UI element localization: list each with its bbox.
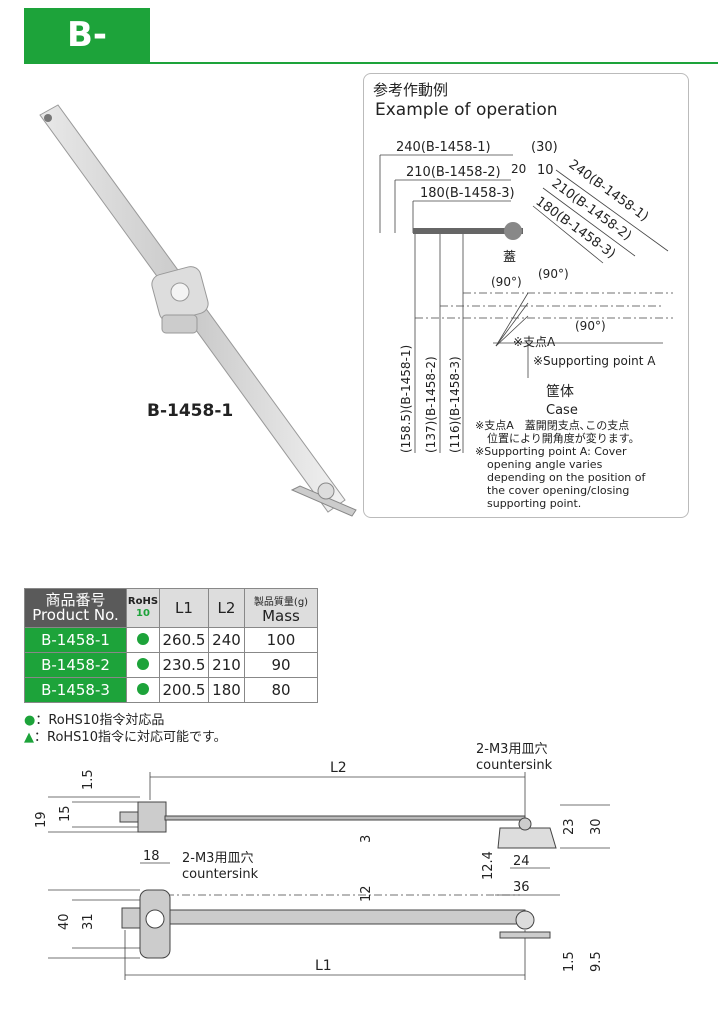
dim-30: 30	[589, 818, 604, 835]
dim-23: 23	[562, 818, 577, 835]
operation-title-jp: 参考作動例	[373, 81, 448, 99]
dim-3: 3	[359, 835, 374, 843]
header-l1: L1	[159, 588, 209, 628]
photo-label: B-1458-1	[147, 401, 234, 421]
dim-1-5-bottom: 1.5	[562, 951, 577, 972]
operation-title-en: Example of operation	[375, 100, 558, 120]
hole-label-jp: 2-M3用皿穴	[182, 851, 253, 866]
rohs-icon	[126, 627, 160, 653]
note-en: opening angle varies	[487, 458, 603, 471]
note-en: supporting point.	[487, 497, 581, 510]
case-label-en: Case	[546, 403, 578, 418]
cell-l1: 200.5	[159, 677, 209, 703]
cell-product: B-1458-3	[24, 677, 127, 703]
dim-15: 15	[58, 805, 73, 822]
cell-mass: 90	[244, 652, 318, 678]
rohs-legend: ●：RoHS10指令対応品 ▲：RoHS10指令に対応可能です。	[24, 713, 227, 745]
cell-l2: 240	[208, 627, 245, 653]
dim-18: 18	[143, 849, 160, 864]
hole-label-jp: 2-M3用皿穴	[476, 742, 547, 757]
header-l2: L2	[208, 588, 245, 628]
note-en: the cover opening/closing	[487, 484, 629, 497]
dim-40: 40	[57, 913, 72, 930]
cell-product: B-1458-1	[24, 627, 127, 653]
cell-l2: 180	[208, 677, 245, 703]
vert-dim-3: (116)(B-1458-3)	[448, 356, 462, 453]
cell-product: B-1458-2	[24, 652, 127, 678]
product-title: B-1458	[24, 8, 150, 110]
dim-36: 36	[513, 880, 530, 895]
dim-1-5: 1.5	[81, 769, 96, 790]
rohs-icon	[126, 677, 160, 703]
hole-label-en: countersink	[476, 758, 553, 773]
cell-l2: 210	[208, 652, 245, 678]
dim-30: (30)	[531, 140, 558, 155]
dim-l2: L2	[330, 760, 347, 776]
angle-label: (90°)	[575, 319, 606, 333]
circle-icon: ●	[24, 713, 36, 728]
dim-20: 20	[511, 162, 526, 176]
dim-31: 31	[81, 913, 96, 930]
cell-l1: 230.5	[159, 652, 209, 678]
note-jp: 位置により開角度が変ります。	[487, 431, 640, 445]
angle-label: (90°)	[491, 275, 522, 289]
dim-10: 10	[537, 163, 554, 178]
dim-l1: L1	[315, 958, 332, 974]
dim-210: 210(B-1458-2)	[406, 165, 501, 180]
dim-180: 180(B-1458-3)	[420, 186, 515, 201]
operation-diagram: 参考作動例 Example of operation 240(B-1458-1)…	[373, 81, 673, 510]
angle-label: (90°)	[538, 267, 569, 281]
dim-24: 24	[513, 854, 530, 869]
triangle-icon: ▲	[24, 730, 34, 745]
cell-mass: 100	[244, 627, 318, 653]
product-photo	[39, 104, 357, 517]
cover-label: 蓋	[503, 250, 516, 265]
dim-240: 240(B-1458-1)	[396, 140, 491, 155]
vert-dim-2: (137)(B-1458-2)	[424, 356, 438, 453]
header-mass: 製品質量(g)Mass	[244, 588, 318, 628]
cell-l1: 260.5	[159, 627, 209, 653]
hole-label-en: countersink	[182, 867, 259, 882]
dim-12-4: 12.4	[481, 851, 496, 880]
note-jp: ※支点A 蓋開閉支点､この支点	[475, 419, 629, 432]
dim-9-5: 9.5	[589, 951, 604, 972]
dim-19: 19	[34, 811, 49, 828]
support-label-jp: ※支点A	[513, 335, 556, 349]
dimension-drawing: 1.5 19 15 L2 3 23 30 2-M3用皿穴 countersink…	[34, 742, 610, 980]
rohs-icon	[126, 652, 160, 678]
note-en: ※Supporting point A: Cover	[475, 445, 627, 458]
vert-dim-1: (158.5)(B-1458-1)	[399, 345, 413, 453]
dim-12: 12	[359, 885, 374, 902]
cell-mass: 80	[244, 677, 318, 703]
operation-example-panel	[363, 73, 689, 518]
title-rule	[24, 62, 718, 64]
note-en: depending on the position of	[487, 471, 647, 484]
support-label-en: ※Supporting point A	[533, 354, 656, 368]
case-label-jp: 筐体	[546, 383, 574, 400]
